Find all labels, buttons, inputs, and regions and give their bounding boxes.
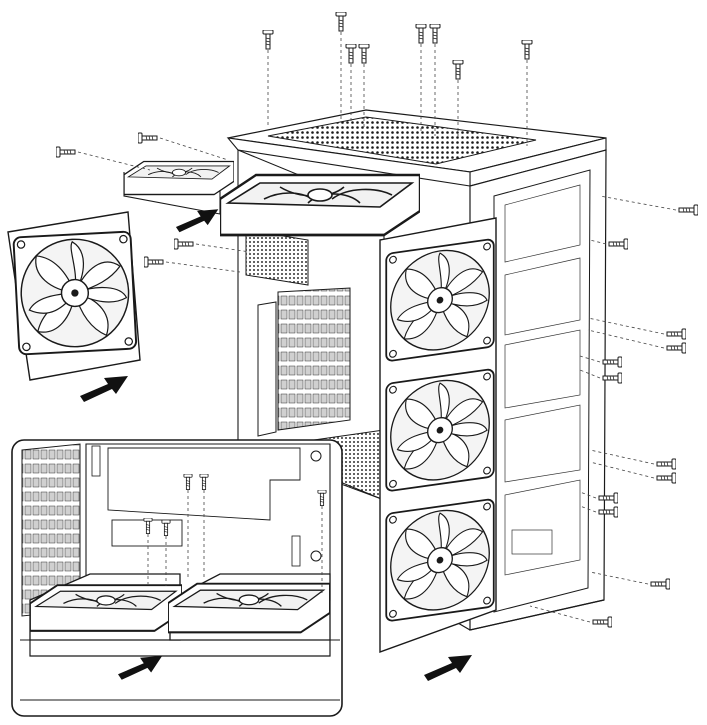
front-fan-1 (385, 237, 495, 363)
inset-screws (143, 474, 327, 594)
side-screw-guide (529, 605, 591, 623)
loose-fan (7, 211, 141, 381)
arrow-loose-fan (80, 376, 128, 402)
screw-icon (335, 12, 347, 32)
screw-icon (521, 40, 533, 60)
side-screw-guide (587, 317, 665, 335)
screw-icon (608, 238, 628, 250)
arrow-front-fans (424, 655, 472, 681)
screw-icon (656, 472, 676, 484)
screw-icon (656, 458, 676, 470)
screw-icon (415, 24, 427, 44)
screw-icon (678, 204, 698, 216)
side-screw-guide (77, 151, 151, 171)
side-screw-guide (579, 505, 597, 513)
front-fan-3 (385, 497, 495, 623)
screw-icon (666, 342, 686, 354)
side-screw-guide (589, 449, 655, 465)
arrow-top-fans (175, 209, 219, 233)
side-screws (56, 132, 698, 628)
detail-inset (11, 439, 343, 717)
screw-icon (650, 578, 670, 590)
pci-slots (257, 287, 351, 437)
screw-icon (358, 44, 370, 64)
side-screw-guide (599, 195, 677, 211)
side-screw-guide (579, 491, 597, 499)
side-screw-guide (589, 461, 655, 479)
screw-icon (452, 60, 464, 80)
screw-icon (666, 328, 686, 340)
screw-icon (429, 24, 441, 44)
inset-fan-pair (29, 573, 331, 657)
screw-icon (602, 372, 622, 384)
screw-icon (144, 256, 164, 268)
side-screw-guide (589, 239, 607, 245)
screw-icon (138, 132, 158, 144)
side-screw-guide (165, 261, 241, 273)
top-screws (262, 12, 533, 146)
front-fan-stack (379, 217, 497, 653)
side-screw-guide (589, 571, 649, 585)
screw-icon (262, 30, 274, 50)
screw-icon (56, 146, 76, 158)
screw-icon (174, 238, 194, 250)
front-fan-2 (385, 367, 495, 493)
screw-icon (345, 44, 357, 64)
side-screw-guide (159, 137, 229, 161)
screw-icon (592, 616, 612, 628)
side-screw-guide (587, 329, 665, 349)
top-fan-pair (123, 160, 420, 237)
screw-icon (602, 356, 622, 368)
